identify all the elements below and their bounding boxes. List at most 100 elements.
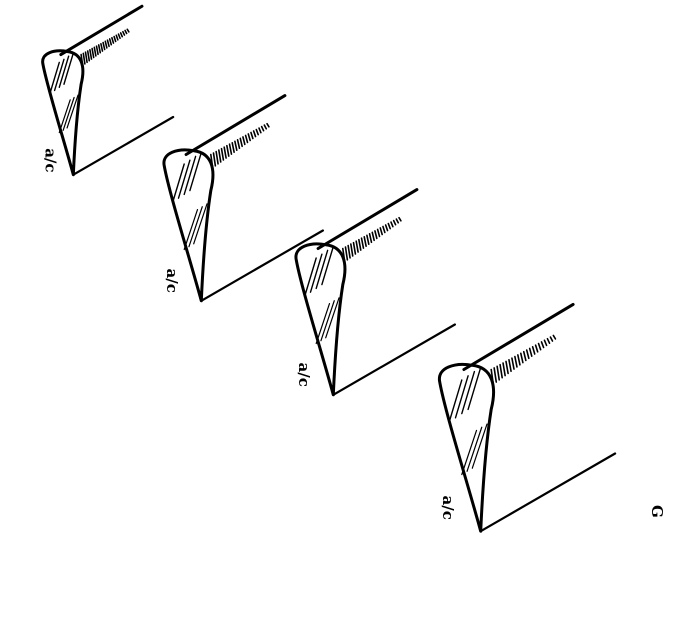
- edge-shading-tick: [239, 137, 243, 148]
- edge-shading-tick: [231, 141, 235, 153]
- edge-shading-tick: [374, 230, 378, 240]
- strip-panel-1: a/c: [41, 4, 175, 177]
- edge-shading-tick: [247, 133, 251, 142]
- edge-shading-tick: [350, 243, 354, 257]
- teardrop-section: [438, 363, 496, 533]
- edge-shading-tick: [390, 221, 394, 228]
- edge-shading-tick: [220, 147, 225, 161]
- panel-label-3: a/c: [295, 363, 313, 387]
- edge-shading-tick: [395, 218, 400, 224]
- section-hatch-line: [315, 302, 331, 345]
- strip-bottom-edge: [332, 323, 456, 396]
- section-hatch-line: [471, 423, 488, 469]
- edge-shading-tick: [511, 357, 515, 370]
- edge-shading-tick: [86, 50, 91, 62]
- edge-shading-tick: [113, 35, 117, 43]
- strip-bottom-edge: [72, 115, 175, 176]
- edge-shading-tick: [124, 29, 128, 35]
- strip-panel-4: a/c: [438, 302, 617, 533]
- edge-shading-tick: [387, 222, 392, 230]
- edge-shading-tick: [106, 39, 110, 48]
- section-hatch-line: [315, 249, 329, 290]
- edge-shading-tick: [266, 122, 270, 128]
- edge-shading-tick: [226, 144, 230, 157]
- section-hatch-line: [177, 159, 191, 199]
- edge-shading-tick: [258, 127, 262, 134]
- section-hatch-line: [58, 55, 70, 89]
- edge-shading-tick: [126, 28, 130, 33]
- edge-shading-tick: [358, 238, 362, 251]
- edge-shading-tick: [552, 334, 557, 340]
- panel-label-2: a/c: [163, 269, 181, 293]
- edge-shading-tick: [218, 149, 222, 163]
- section-hatch-line: [461, 370, 476, 415]
- edge-shading-tick: [528, 347, 533, 357]
- edge-shading-tick: [97, 44, 102, 54]
- edge-shading-tick: [352, 241, 357, 255]
- edge-shading-tick: [119, 32, 124, 38]
- edge-shading-tick: [549, 336, 554, 342]
- edge-shading-tick: [490, 368, 495, 385]
- edge-shading-tick: [537, 342, 542, 351]
- edge-shading-tick: [499, 363, 503, 379]
- section-hatch-line: [454, 375, 469, 419]
- figure-label: G: [648, 505, 666, 518]
- strip-top-edge: [59, 4, 144, 57]
- panel-group: a/c a/c a/c a/c: [41, 4, 617, 533]
- section-hatch-line: [325, 297, 340, 339]
- edge-shading-tick: [376, 228, 381, 238]
- edge-shading-tick: [122, 30, 126, 36]
- section-hatch-line: [320, 300, 335, 342]
- section-hatch-line: [467, 366, 482, 411]
- edge-shading-tick: [534, 344, 539, 353]
- panel-label-4: a/c: [439, 496, 457, 520]
- section-hatch-line: [62, 96, 75, 131]
- edge-shading-tick: [379, 227, 383, 236]
- edge-shading-tick: [89, 48, 93, 60]
- edge-shading-tick: [263, 124, 268, 130]
- section-hatch-line: [183, 155, 197, 196]
- edge-shading-tick: [210, 153, 214, 169]
- edge-shading-tick: [95, 45, 99, 56]
- edge-shading-tick: [505, 360, 509, 375]
- section-hatch-line: [63, 52, 75, 85]
- section-hatch-line: [49, 61, 60, 95]
- edge-shading-tick: [531, 345, 536, 355]
- edge-shading-tick: [252, 130, 257, 138]
- strip-panel-3: a/c: [294, 188, 456, 397]
- strip-top-edge: [316, 188, 419, 250]
- edge-shading-tick: [502, 362, 506, 377]
- section-hatch-line: [304, 257, 317, 297]
- edge-shading-tick: [84, 51, 88, 64]
- section-hatch-line: [193, 203, 208, 245]
- edge-shading-tick: [355, 240, 359, 253]
- teardrop-section: [294, 242, 347, 397]
- edge-shading-tick: [371, 231, 375, 242]
- edge-shading-tick: [117, 33, 121, 40]
- edge-shading-tick: [228, 143, 233, 155]
- edge-shading-tick: [519, 352, 524, 364]
- section-hatch-line: [183, 208, 199, 251]
- edge-shading-tick: [514, 355, 518, 368]
- edge-shading-tick: [525, 349, 530, 360]
- edge-shading-tick: [366, 234, 370, 246]
- edge-shading-tick: [236, 139, 241, 150]
- edge-shading-tick: [115, 34, 119, 41]
- edge-shading-tick: [546, 337, 551, 345]
- edge-shading-tick: [347, 244, 351, 259]
- edge-shading-tick: [517, 354, 521, 366]
- panel-label-1: a/c: [41, 148, 59, 172]
- edge-shading-tick: [111, 36, 115, 44]
- edge-shading-tick: [82, 52, 86, 65]
- edge-shading-tick: [102, 41, 106, 51]
- section-hatch-line: [188, 206, 203, 248]
- edge-shading-tick: [496, 365, 501, 381]
- edge-shading-tick: [215, 150, 219, 165]
- section-hatch-line: [66, 94, 79, 129]
- edge-shading-tick: [80, 53, 84, 67]
- edge-shading-tick: [255, 128, 260, 136]
- edge-shading-tick: [93, 46, 97, 57]
- edge-shading-tick: [242, 136, 246, 146]
- edge-shading-tick: [234, 140, 238, 152]
